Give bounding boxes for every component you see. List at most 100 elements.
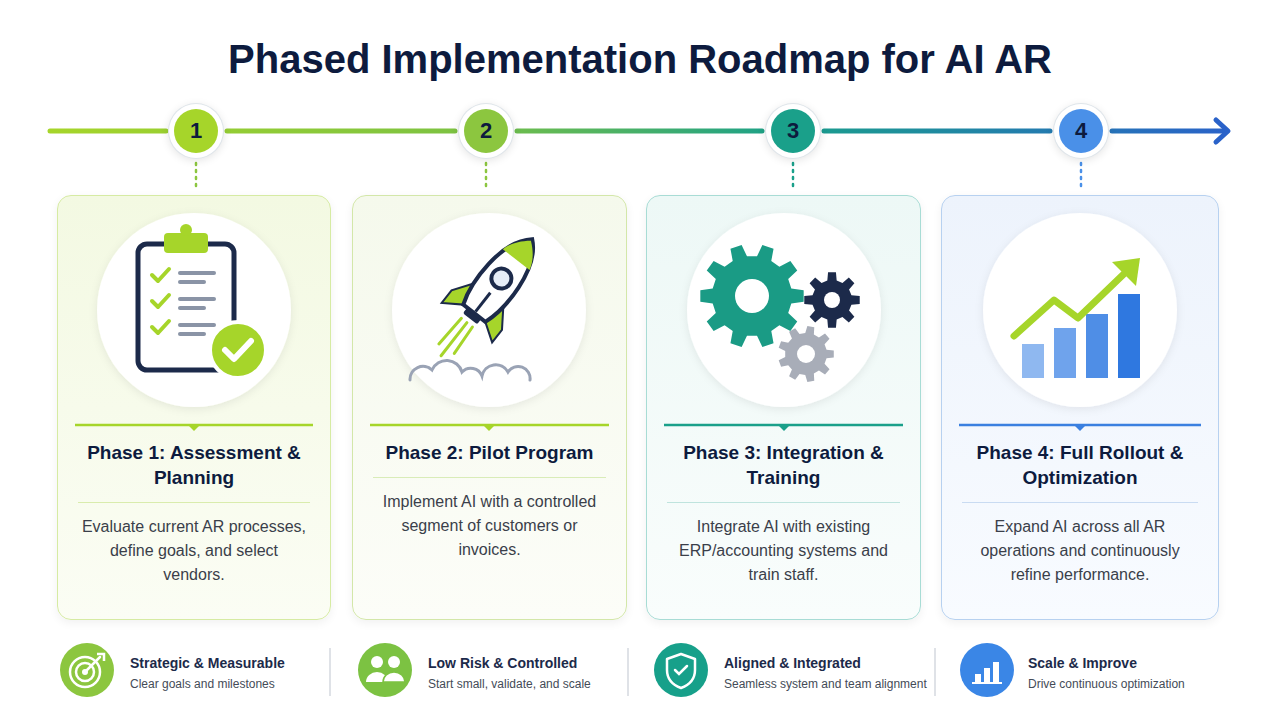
check-mark: [152, 269, 169, 281]
icon-bar: [975, 674, 981, 682]
benefit-note: Seamless system and team alignment: [724, 677, 927, 691]
phase-number: 4: [1059, 109, 1103, 153]
clipboard-board: [138, 244, 234, 370]
benefit-note: Start small, validate, and scale: [428, 677, 591, 691]
timeline-arrowhead: [1216, 120, 1228, 142]
rocket-nose: [503, 230, 545, 270]
card-rule: [959, 424, 1201, 427]
trend-arrowhead: [1112, 258, 1140, 286]
gear: [700, 245, 803, 347]
phase-number: 3: [771, 109, 815, 153]
icon-disc: [60, 643, 114, 697]
shield-check: [675, 666, 687, 674]
icon-halo: [983, 213, 1177, 407]
phase-description: Expand AI across all AR operations and c…: [962, 503, 1198, 597]
dotted-connector: [792, 163, 795, 189]
rule-notch: [777, 424, 791, 431]
gear-hub: [824, 292, 840, 308]
benefit-heading: Low Risk & Controlled: [428, 655, 577, 671]
rocket-window: [487, 265, 515, 293]
rule-notch: [1073, 424, 1087, 431]
rocket-fin: [442, 270, 482, 314]
icon-disc: [358, 643, 412, 697]
row-separator: [627, 648, 629, 696]
benefit-heading: Aligned & Integrated: [724, 655, 861, 671]
timeline-start: [50, 129, 166, 134]
benefit-heading: Scale & Improve: [1028, 655, 1137, 671]
shield: [667, 654, 695, 688]
list-line: [180, 306, 204, 310]
list-line: [180, 323, 214, 327]
rocket-keel: [476, 293, 491, 312]
rocket: [416, 219, 558, 375]
person-head: [388, 656, 400, 668]
timeline-segment: [824, 129, 1050, 134]
gear-hub: [735, 279, 769, 313]
phase-card: Phase 3: Integration & TrainingIntegrate…: [646, 195, 921, 620]
rocket-body: [459, 227, 548, 325]
clipboard-icon: [138, 224, 266, 378]
timeline-segment: [227, 129, 455, 134]
step-number: 4: [1075, 120, 1087, 142]
phase-description: Integrate AI with existing ERP/accountin…: [667, 503, 900, 597]
icon-disc: [654, 643, 708, 697]
exhaust-line: [441, 323, 467, 356]
target-dot: [82, 669, 88, 675]
gear: [804, 272, 859, 327]
list-line: [180, 332, 204, 336]
row-separator: [934, 648, 936, 696]
card-rule: [664, 424, 903, 427]
row-separator: [329, 648, 331, 696]
icon-halo: [392, 213, 586, 407]
done-check: [225, 341, 251, 359]
step-number: 3: [787, 120, 799, 142]
gear-hub: [797, 345, 815, 363]
chart-bar: [1086, 314, 1108, 378]
done-badge: [210, 322, 266, 378]
shield-icon: [654, 643, 708, 697]
gears-icon: [700, 245, 859, 382]
list-line: [180, 280, 204, 284]
timeline-segment: [517, 129, 762, 134]
card-rule: [370, 424, 609, 427]
target-fletch: [97, 654, 104, 661]
phase-card: Phase 4: Full Rollout & OptimizationExpa…: [941, 195, 1219, 620]
phase-heading: Phase 3: Integration & Training: [667, 430, 900, 503]
smoke-cloud: [410, 360, 530, 380]
list-line: [180, 271, 214, 275]
target-ring: [70, 657, 100, 687]
rule-notch: [482, 424, 496, 431]
chart-bar: [1054, 328, 1076, 378]
team-icon: [358, 643, 412, 697]
diagram-title: Phased Implementation Roadmap for AI AR: [0, 34, 1280, 84]
list-line: [180, 297, 214, 301]
rule-notch: [187, 424, 201, 431]
rocket-icon: [410, 219, 557, 380]
target-icon: [60, 643, 114, 697]
growth-chart-icon: [1014, 258, 1140, 378]
card-rule: [75, 424, 313, 427]
phase-card: Phase 2: Pilot ProgramImplement AI with …: [352, 195, 627, 620]
benefit-note: Clear goals and milestones: [130, 677, 275, 691]
phase-heading: Phase 2: Pilot Program: [373, 430, 606, 478]
clipboard-hole: [180, 224, 192, 236]
clipboard-clip: [164, 233, 208, 253]
check-mark: [152, 295, 169, 307]
exhaust-line: [439, 317, 462, 345]
gear: [779, 326, 834, 382]
person-body: [366, 672, 388, 682]
phase-number: 1: [174, 109, 218, 153]
icon-halo: [687, 213, 881, 407]
phase-number: 2: [464, 109, 508, 153]
phase-description: Evaluate current AR processes, define go…: [78, 503, 310, 597]
bars-icon: [960, 643, 1014, 697]
rocket-fin: [478, 298, 518, 342]
phase-description: Implement AI with a controlled segment o…: [373, 478, 606, 572]
person-body: [383, 672, 405, 682]
phase-card: Phase 1: Assessment & PlanningEvaluate c…: [57, 195, 331, 620]
dotted-connector: [485, 163, 488, 189]
check-mark: [152, 321, 169, 333]
